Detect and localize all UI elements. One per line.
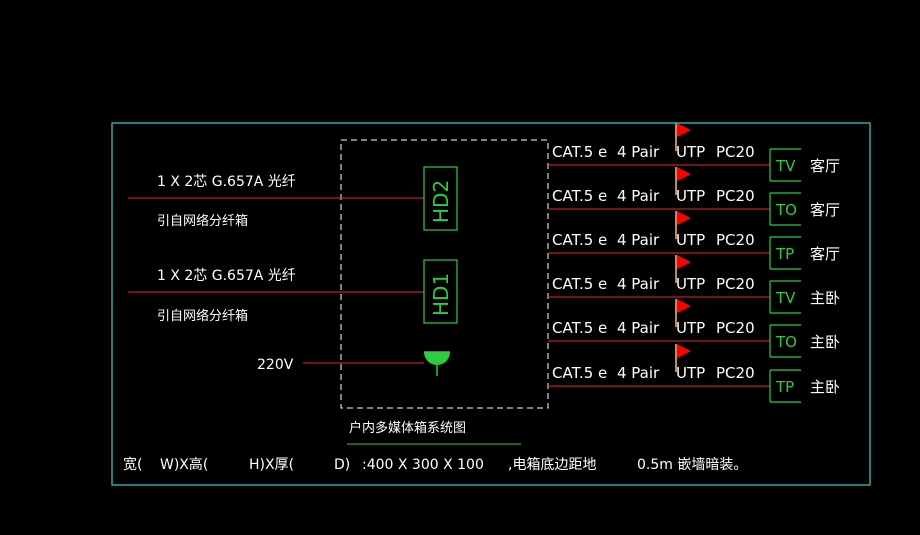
- output-5-pc: PC20: [716, 319, 755, 337]
- output-6-utp: UTP: [676, 364, 705, 382]
- note-dimensions: :400 X 300 X 100: [362, 457, 484, 473]
- output-4-pair: 4 Pair: [617, 275, 660, 293]
- hd1-label: HD1: [429, 273, 453, 316]
- power-socket-icon: [424, 351, 450, 376]
- output-2-pc: PC20: [716, 187, 755, 205]
- output-6-cable: CAT.5 e: [552, 364, 607, 382]
- output-5-terminal-label: TO: [775, 333, 797, 351]
- output-5-room: 主卧: [810, 333, 840, 351]
- drawing-frame: [111, 122, 871, 486]
- media-box-boundary: [340, 139, 549, 409]
- output-3-terminal-label: TP: [775, 245, 794, 263]
- output-5-flag-icon: [677, 299, 691, 313]
- note-mounting: 0.5m 嵌墙暗装。: [637, 457, 747, 473]
- output-2-utp: UTP: [676, 187, 705, 205]
- power-label: 220V: [257, 357, 294, 373]
- output-3-pc: PC20: [716, 231, 755, 249]
- output-4-utp: UTP: [676, 275, 705, 293]
- output-3-pair: 4 Pair: [617, 231, 660, 249]
- output-5-pair: 4 Pair: [617, 319, 660, 337]
- output-6-terminal-label: TP: [775, 378, 794, 396]
- fiber-source-2: 引自网络分纤箱: [157, 308, 248, 324]
- output-2-terminal-label: TO: [775, 201, 797, 219]
- output-3-room: 客厅: [810, 245, 840, 263]
- output-2-flag-icon: [677, 167, 691, 181]
- output-1-room: 客厅: [810, 157, 840, 175]
- output-4-room: 主卧: [810, 289, 840, 307]
- output-3-utp: UTP: [676, 231, 705, 249]
- output-2-cable: CAT.5 e: [552, 187, 607, 205]
- output-3-flag-icon: [677, 211, 691, 225]
- output-1-pair: 4 Pair: [617, 143, 660, 161]
- output-2-room: 客厅: [810, 201, 840, 219]
- output-5-cable: CAT.5 e: [552, 319, 607, 337]
- output-3-cable: CAT.5 e: [552, 231, 607, 249]
- output-1-flag-icon: [677, 123, 691, 137]
- output-1-utp: UTP: [676, 143, 705, 161]
- output-5-utp: UTP: [676, 319, 705, 337]
- output-4-terminal-label: TV: [775, 289, 796, 307]
- output-6-pair: 4 Pair: [617, 364, 660, 382]
- output-4-pc: PC20: [716, 275, 755, 293]
- fiber-label-2: 1 X 2芯 G.657A 光纤: [157, 268, 296, 284]
- hd2-box: [423, 166, 458, 231]
- output-6-room: 主卧: [810, 378, 840, 396]
- note-depth: D): [334, 457, 350, 473]
- note-floor-height: ,电箱底边距地: [508, 457, 596, 473]
- output-6-flag-icon: [677, 344, 691, 358]
- note-height: W)X高(: [160, 456, 208, 473]
- fiber-label-1: 1 X 2芯 G.657A 光纤: [157, 174, 296, 190]
- output-2-pair: 4 Pair: [617, 187, 660, 205]
- output-4-flag-icon: [677, 255, 691, 269]
- diagram-title: 户内多媒体箱系统图: [349, 420, 466, 436]
- output-4-cable: CAT.5 e: [552, 275, 607, 293]
- note-thickness: H)X厚(: [249, 457, 294, 473]
- fiber-source-1: 引自网络分纤箱: [157, 213, 248, 229]
- output-6-pc: PC20: [716, 364, 755, 382]
- hd1-box: [423, 259, 458, 324]
- output-1-terminal-label: TV: [775, 157, 796, 175]
- output-1-pc: PC20: [716, 143, 755, 161]
- hd2-label: HD2: [429, 180, 453, 223]
- output-1-cable: CAT.5 e: [552, 143, 607, 161]
- note-width: 宽(: [123, 456, 142, 473]
